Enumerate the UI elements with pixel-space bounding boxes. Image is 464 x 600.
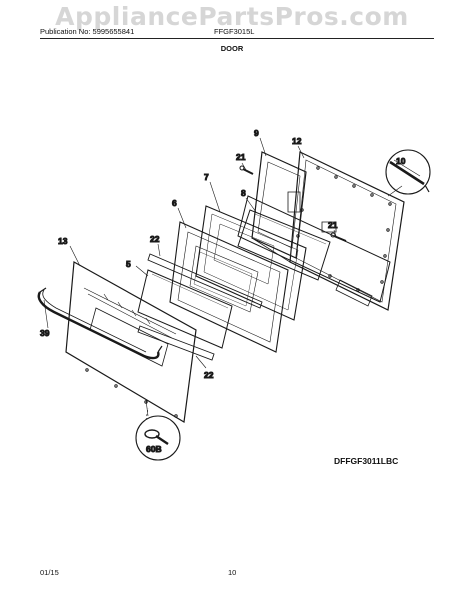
footer-page-number: 10 bbox=[228, 568, 237, 577]
watermark: AppliancePartsPros.com bbox=[55, 2, 409, 31]
part-22-bracket-lower bbox=[138, 326, 214, 360]
callout-9: 9 bbox=[254, 128, 259, 138]
callout-6: 6 bbox=[172, 198, 177, 208]
footer-date: 01/15 bbox=[40, 568, 59, 577]
callout-8: 8 bbox=[241, 188, 246, 198]
callout-7: 7 bbox=[204, 172, 209, 182]
callout-60b: 60B bbox=[146, 444, 162, 454]
part-60b-detail-circle bbox=[136, 408, 180, 460]
callout-22-upper: 22 bbox=[150, 234, 160, 244]
callout-5: 5 bbox=[126, 259, 131, 269]
model-number: FFGF3015L bbox=[214, 27, 255, 36]
callout-21-lower: 21 bbox=[328, 220, 338, 230]
callout-12: 12 bbox=[292, 136, 302, 146]
part-10-detail-circle bbox=[386, 150, 430, 196]
callout-13: 13 bbox=[58, 236, 68, 246]
part-22-bracket-upper bbox=[148, 254, 262, 308]
part-5-outer-glass bbox=[138, 270, 232, 348]
callout-10: 10 bbox=[396, 156, 406, 166]
part-7-inner-glass bbox=[196, 206, 306, 320]
callout-21-upper: 21 bbox=[236, 152, 246, 162]
part-39-handle bbox=[39, 288, 162, 358]
section-title: DOOR bbox=[220, 44, 244, 53]
publication-number: Publication No: 5995655841 bbox=[40, 27, 135, 36]
part-21-screw-lower bbox=[331, 233, 346, 241]
header-rule bbox=[40, 38, 434, 39]
part-6-glass-frame bbox=[170, 222, 288, 352]
diagram-code: DFFGF3011LBC bbox=[334, 456, 399, 466]
callout-39: 39 bbox=[40, 328, 50, 338]
part-8-insulation bbox=[238, 210, 330, 280]
part-21-screw-upper bbox=[240, 166, 253, 174]
callout-22-lower: 22 bbox=[204, 370, 214, 380]
part-13-outer-door bbox=[66, 262, 196, 422]
leader-lines bbox=[44, 138, 336, 416]
